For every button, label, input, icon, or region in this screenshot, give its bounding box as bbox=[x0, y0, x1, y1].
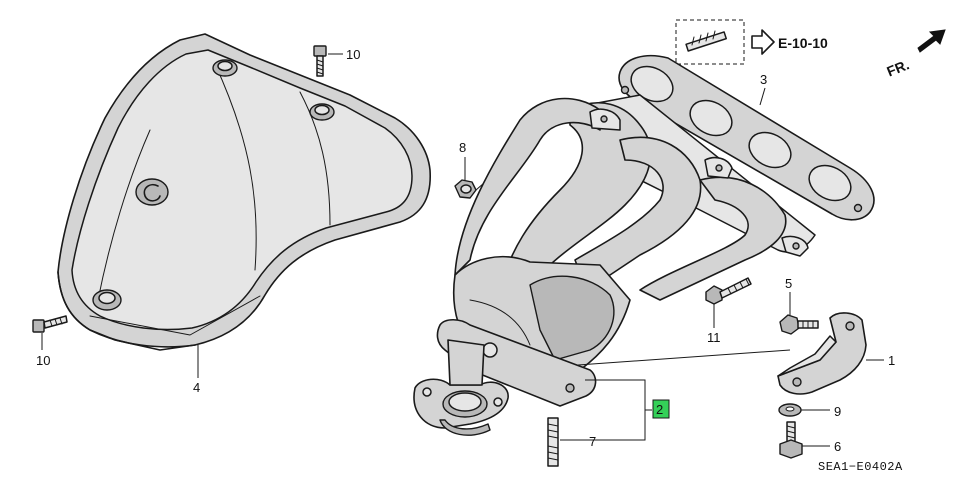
bolt-11 bbox=[705, 277, 752, 328]
bolt-10-left bbox=[32, 315, 68, 350]
diagram-code: SEA1−E0402A bbox=[818, 460, 903, 474]
callout-7: 7 bbox=[589, 434, 596, 449]
callout-5: 5 bbox=[785, 276, 792, 291]
nut-8 bbox=[454, 157, 493, 199]
callout-3: 3 bbox=[760, 72, 767, 87]
callout-10-top: 10 bbox=[346, 47, 360, 62]
washer-9 bbox=[778, 403, 830, 417]
stay-1 bbox=[777, 312, 884, 395]
callout-11: 11 bbox=[707, 330, 721, 345]
stud-7 bbox=[547, 417, 585, 467]
reference-code: E-10-10 bbox=[778, 35, 828, 51]
reference-box bbox=[675, 19, 775, 65]
callout-8: 8 bbox=[459, 140, 466, 155]
callout-9: 9 bbox=[834, 404, 841, 419]
callout-10-left: 10 bbox=[36, 353, 50, 368]
exhaust-manifold bbox=[413, 94, 816, 436]
heat-shield bbox=[57, 33, 431, 351]
bolt-5 bbox=[779, 292, 819, 335]
callout-6: 6 bbox=[834, 439, 841, 454]
callout-4: 4 bbox=[193, 380, 200, 395]
bolt-6 bbox=[779, 421, 830, 459]
front-marker bbox=[917, 29, 946, 53]
callout-1: 1 bbox=[888, 353, 895, 368]
bolt-10-top bbox=[313, 45, 343, 77]
highlight-box bbox=[652, 399, 670, 419]
callout-2: 2 bbox=[656, 402, 663, 417]
front-marker-text: FR. bbox=[884, 56, 911, 79]
